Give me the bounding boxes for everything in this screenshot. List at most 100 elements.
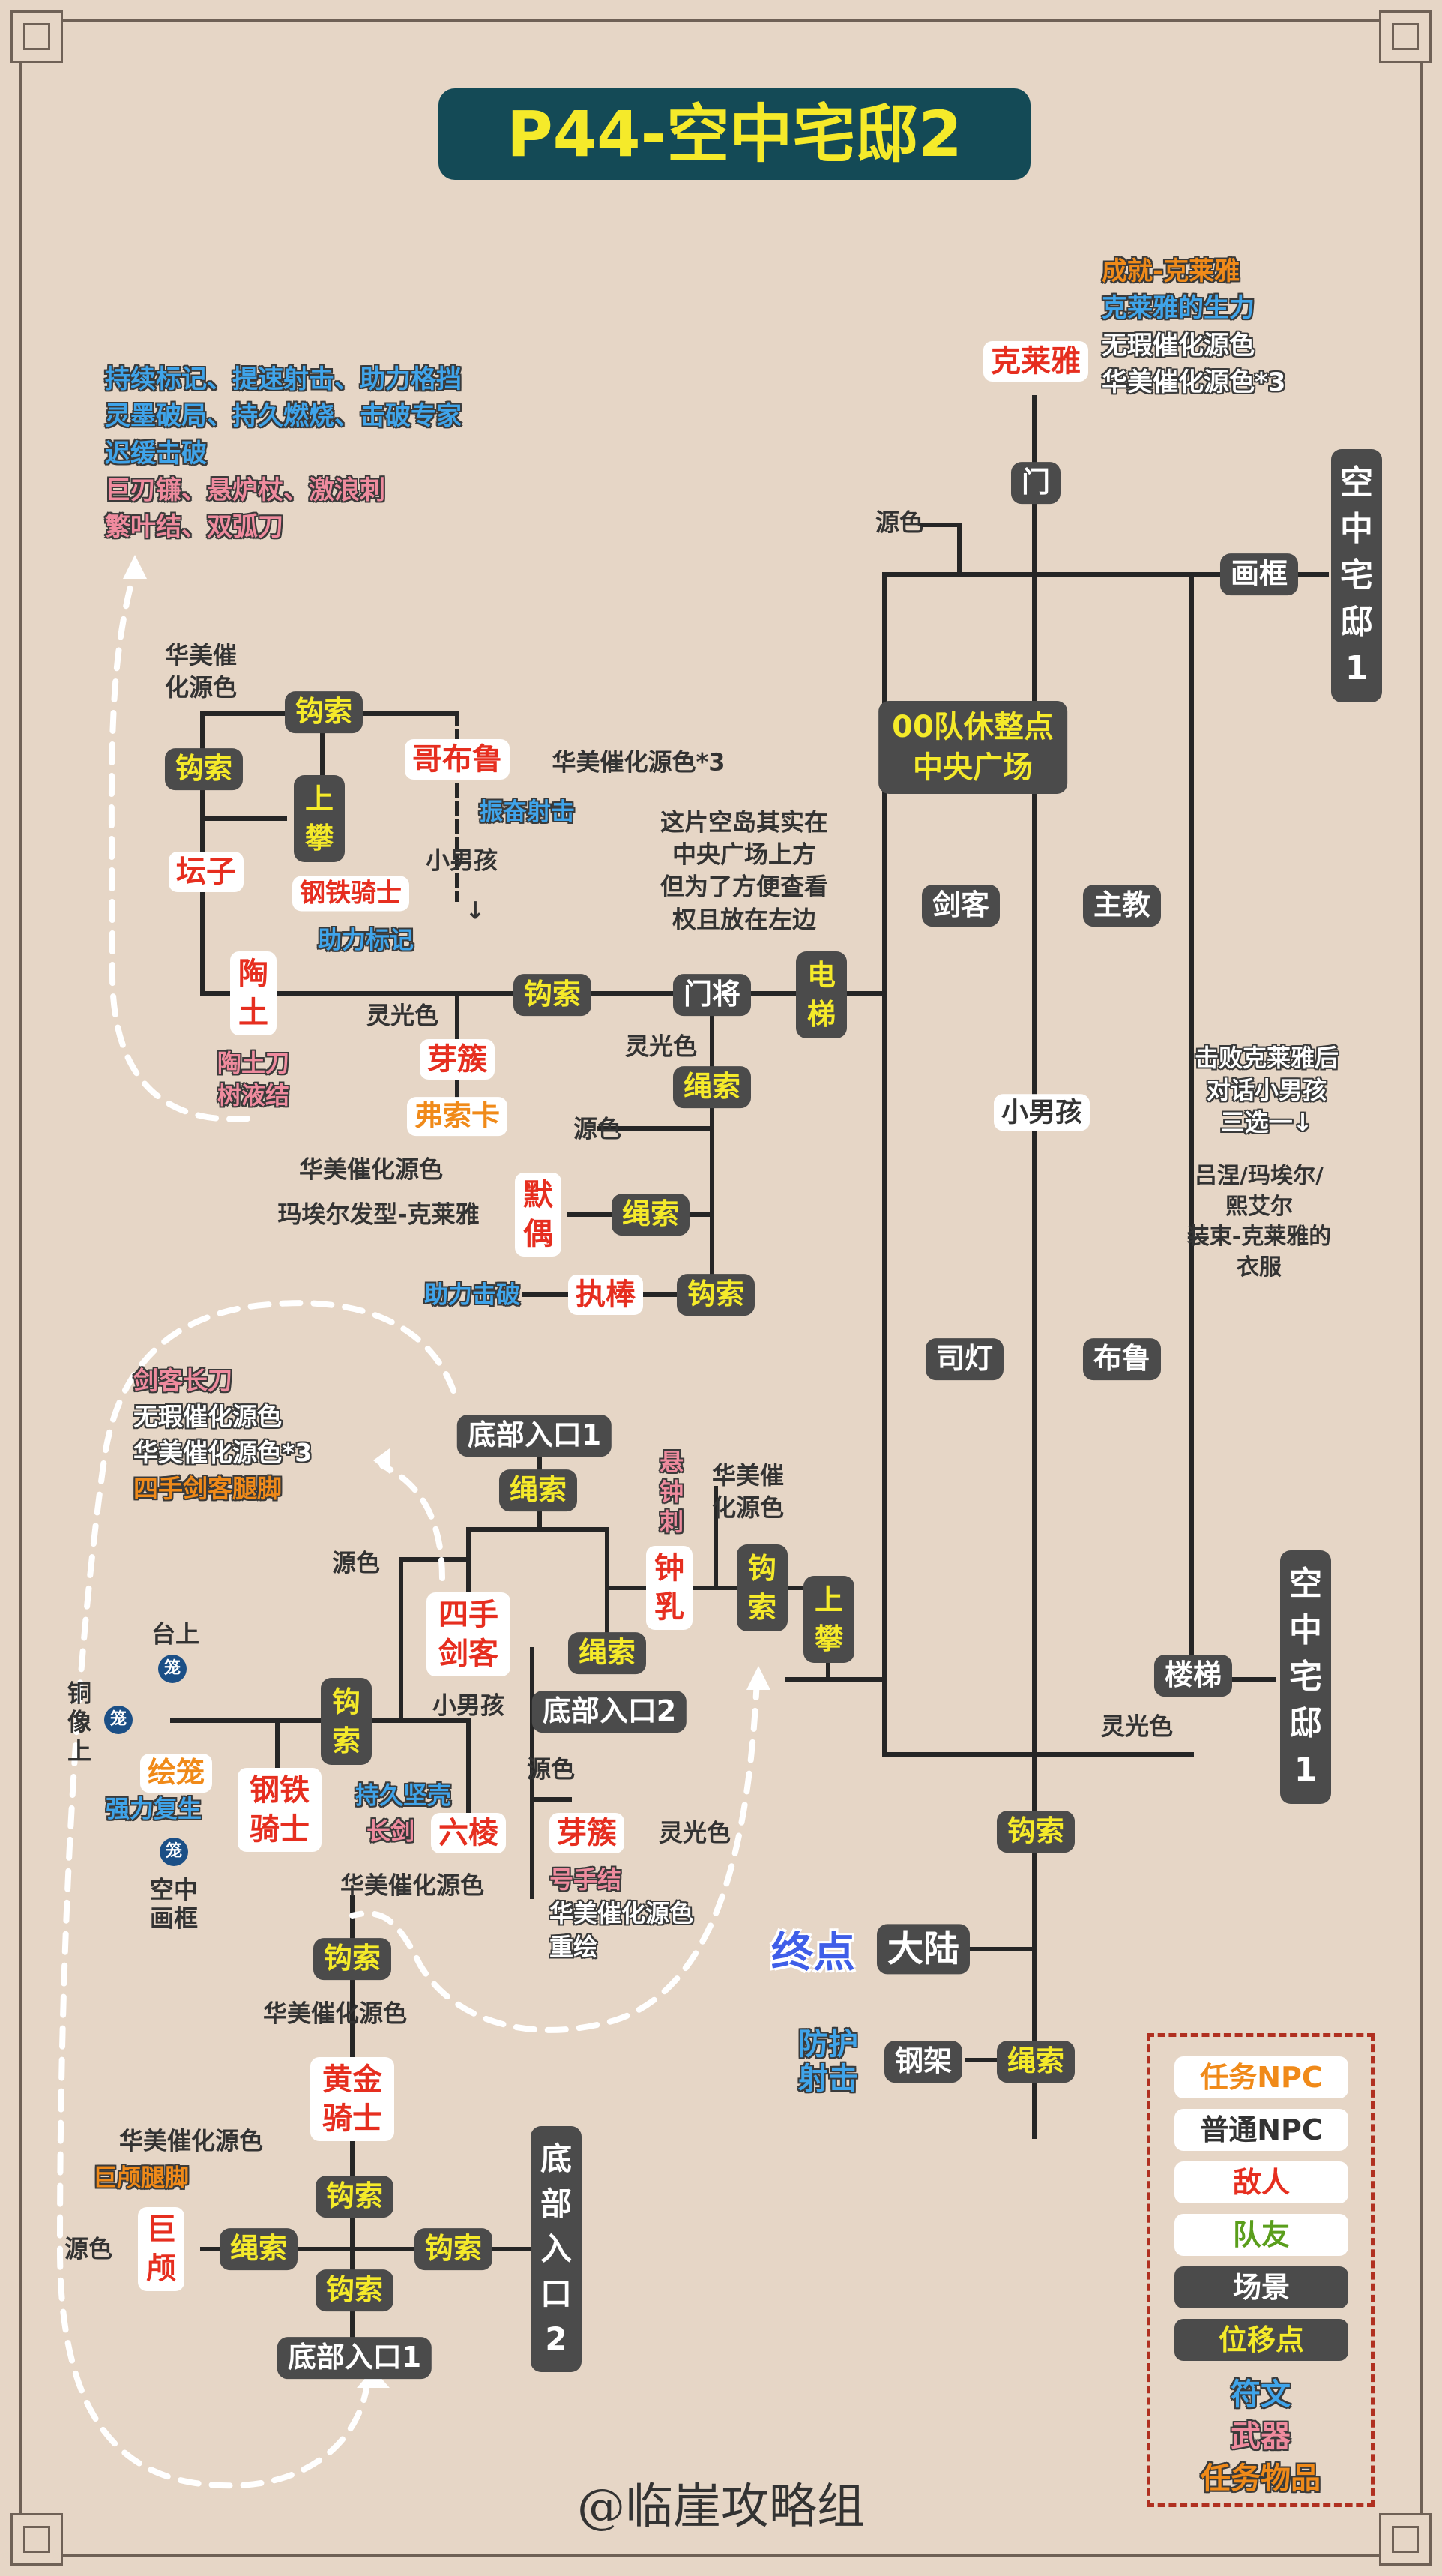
- skull-legs: 巨颅腿脚: [92, 2163, 190, 2192]
- movepoint-hook-low2: 钩索: [315, 2176, 394, 2218]
- fine-catalyst-low: 华美催化源色: [262, 1999, 408, 2028]
- enemy-giant-skull: 巨颅: [138, 2207, 184, 2291]
- legend-scene: 场景: [1174, 2266, 1348, 2308]
- movepoint-rope-sw-top: 绳索: [498, 1469, 578, 1511]
- movepoint-rope-sw-mid: 绳索: [567, 1632, 647, 1674]
- arrow-head-icon: [373, 1448, 390, 1474]
- movepoint-climb-nw: 上攀: [294, 775, 345, 862]
- legend: 任务NPC 普通NPC 敌人 队友 场景 位移点 符文 武器 任务物品: [1147, 2033, 1375, 2507]
- sturdy-sword: 持久坚壳: [355, 1781, 452, 1810]
- dragon-marker-icon: 笼: [160, 1838, 188, 1866]
- quest-painted-dragon: 绘笼: [139, 1754, 213, 1793]
- nw-catalyst: 华美催 化源色: [164, 640, 238, 702]
- nw-reward-line-5: 繁叶结、双弧刀: [105, 512, 283, 543]
- legend-ally: 队友: [1174, 2214, 1348, 2256]
- scene-gatekeeper: 门将: [672, 974, 752, 1016]
- legend-normal-npc: 普通NPC: [1174, 2109, 1348, 2151]
- dragon-rune: 强力复生: [105, 1794, 202, 1823]
- enemy-gold-knight: 黄金骑士: [310, 2057, 394, 2141]
- scene-bishop: 主教: [1082, 885, 1162, 927]
- nw-reward-line-4: 巨刃镰、悬炉杖、激浪刺: [105, 475, 385, 505]
- note-island: 这片空岛其实在 中央广场上方 但为了方便查看 权且放在左边: [660, 807, 829, 934]
- nw-rewards: 持续标记、提速射击、助力格挡 灵墨破局、持久燃烧、击破专家 迟缓击破 巨刃镰、悬…: [105, 361, 462, 546]
- enemy-bell-stalactite: 钟乳: [646, 1546, 693, 1630]
- npc-kid-sw: 小男孩: [432, 1691, 505, 1720]
- nw-reward-line-2: 灵墨破局、持久燃烧、击破专家: [105, 401, 462, 432]
- goblin-rune: 振奋射击: [478, 797, 576, 826]
- movepoint-rope-mid2: 绳索: [611, 1194, 690, 1236]
- sw-catalyst: 华美催 化源色: [711, 1460, 785, 1522]
- scene-blue: 布鲁: [1082, 1338, 1162, 1380]
- enemy-sprout-nw: 芽簇: [420, 1039, 495, 1080]
- spirit-color-stairs: 灵光色: [1100, 1712, 1174, 1741]
- enemy-sprout-sw: 芽簇: [549, 1813, 624, 1853]
- credit-signature: @临崖攻略组: [577, 2479, 865, 2535]
- page-title: P44-空中宅邸2: [438, 88, 1031, 180]
- iron-knight-rune: 助力标记: [317, 925, 414, 954]
- scene-bottom-entry2-right: 底部入口2: [531, 2126, 582, 2372]
- long-sword: 长剑: [366, 1817, 415, 1846]
- goblin-drop: 华美催化源色*3: [552, 747, 725, 777]
- sw-reward-b: 无瑕催化源色: [133, 1401, 282, 1431]
- source-color-mid: 源色: [573, 1114, 622, 1143]
- decorative-frame: [19, 19, 1423, 2557]
- movepoint-hook-low3: 钩索: [414, 2228, 493, 2270]
- scene-swordsman: 剑客: [921, 885, 1001, 927]
- legend-move-point: 位移点: [1174, 2319, 1348, 2361]
- platform-top-label: 台上: [151, 1619, 200, 1649]
- arrow-head-icon: [746, 1666, 770, 1690]
- sw-reward-a: 剑客长刀: [133, 1366, 232, 1395]
- clair-vitality: 克莱雅的生力: [1102, 293, 1255, 324]
- legend-quest-npc: 任务NPC: [1174, 2056, 1348, 2098]
- source-color-sw: 源色: [331, 1548, 381, 1577]
- dragon-marker-icon: 笼: [104, 1706, 133, 1734]
- movepoint-rope-bottom-right: 绳索: [996, 2041, 1076, 2083]
- npc-kid-center: 小男孩: [993, 1094, 1090, 1131]
- dragon-marker-icon: 笼: [158, 1655, 187, 1683]
- note-defeat-clair: 击败克莱雅后 对话小男孩 三选一↓: [1194, 1044, 1339, 1137]
- source-color-skull: 源色: [64, 2234, 113, 2263]
- legend-enemy: 敌人: [1174, 2161, 1348, 2203]
- scene-skyhouse-bottom: 空中宅邸1: [1280, 1550, 1331, 1804]
- quest-fosoka: 弗索卡: [406, 1097, 508, 1136]
- fine-catalyst-hexa: 华美催化源色: [340, 1871, 485, 1900]
- sw-rewards: 剑客长刀 无瑕催化源色 华美催化源色*3 四手剑客腿脚: [133, 1363, 312, 1506]
- scene-bottom-entry1-bottom: 底部入口1: [277, 2337, 432, 2379]
- enemy-four-arm-swordsman: 四手剑客: [426, 1592, 510, 1676]
- spirit-color-sprout: 灵光色: [658, 1818, 731, 1847]
- legend-quest-item: 任务物品: [1201, 2461, 1321, 2496]
- kid-arrow-icon: ↓: [465, 896, 486, 925]
- note-choice: 吕涅/玛埃尔/ 熙艾尔 装束-克莱雅的 衣服: [1186, 1163, 1332, 1281]
- sw-reward-d: 四手剑客腿脚: [133, 1473, 282, 1503]
- scene-bottom-entry2-mid: 底部入口2: [531, 1691, 687, 1733]
- sprout-drops: 号手结 华美催化源色 重绘: [549, 1863, 693, 1963]
- pottery-drops: 陶土刀 树液结: [217, 1048, 290, 1110]
- enemy-hexa-pillar: 六棱: [431, 1813, 506, 1853]
- enemy-pottery: 陶土: [230, 951, 277, 1035]
- sky-frame-label: 空中 画框: [149, 1875, 199, 1933]
- movepoint-rope-low: 绳索: [219, 2228, 298, 2270]
- movepoint-hook-sw-left: 钩索: [321, 1678, 372, 1765]
- rune-protect-shot: 防护 射击: [798, 2027, 858, 2096]
- movepoint-rest-point: 00队休整点 中央广场: [878, 701, 1067, 794]
- flawless-catalyst: 无瑕催化源色: [1102, 330, 1255, 361]
- enemy-stick-wielder: 执棒: [568, 1275, 643, 1315]
- arrow-head-icon: [123, 555, 147, 579]
- bell-drop: 悬 钟 刺: [659, 1448, 684, 1536]
- scene-stairs: 楼梯: [1153, 1655, 1233, 1697]
- scene-steel-frame: 钢架: [884, 2041, 963, 2083]
- sw-reward-c: 华美催化源色*3: [133, 1437, 313, 1467]
- enemy-goblin: 哥布鲁: [405, 739, 510, 780]
- movepoint-hook-low: 钩索: [313, 1938, 392, 1980]
- scene-mainland: 大陆: [876, 1924, 971, 1975]
- movepoint-hook-sw-right: 钩索: [737, 1544, 788, 1631]
- corner-ornament: [1379, 10, 1432, 63]
- npc-kid-nw: 小男孩: [425, 846, 498, 875]
- movepoint-hook-nw-left: 钩索: [164, 748, 244, 790]
- sprout-drop-a: 号手结: [549, 1865, 622, 1894]
- end-point-label: 终点: [771, 1928, 855, 1978]
- costume-mid: 玛埃尔发型-克莱雅: [277, 1200, 480, 1229]
- achievement-label: 成就-: [1102, 256, 1164, 286]
- enemy-clair: 克莱雅: [983, 341, 1088, 382]
